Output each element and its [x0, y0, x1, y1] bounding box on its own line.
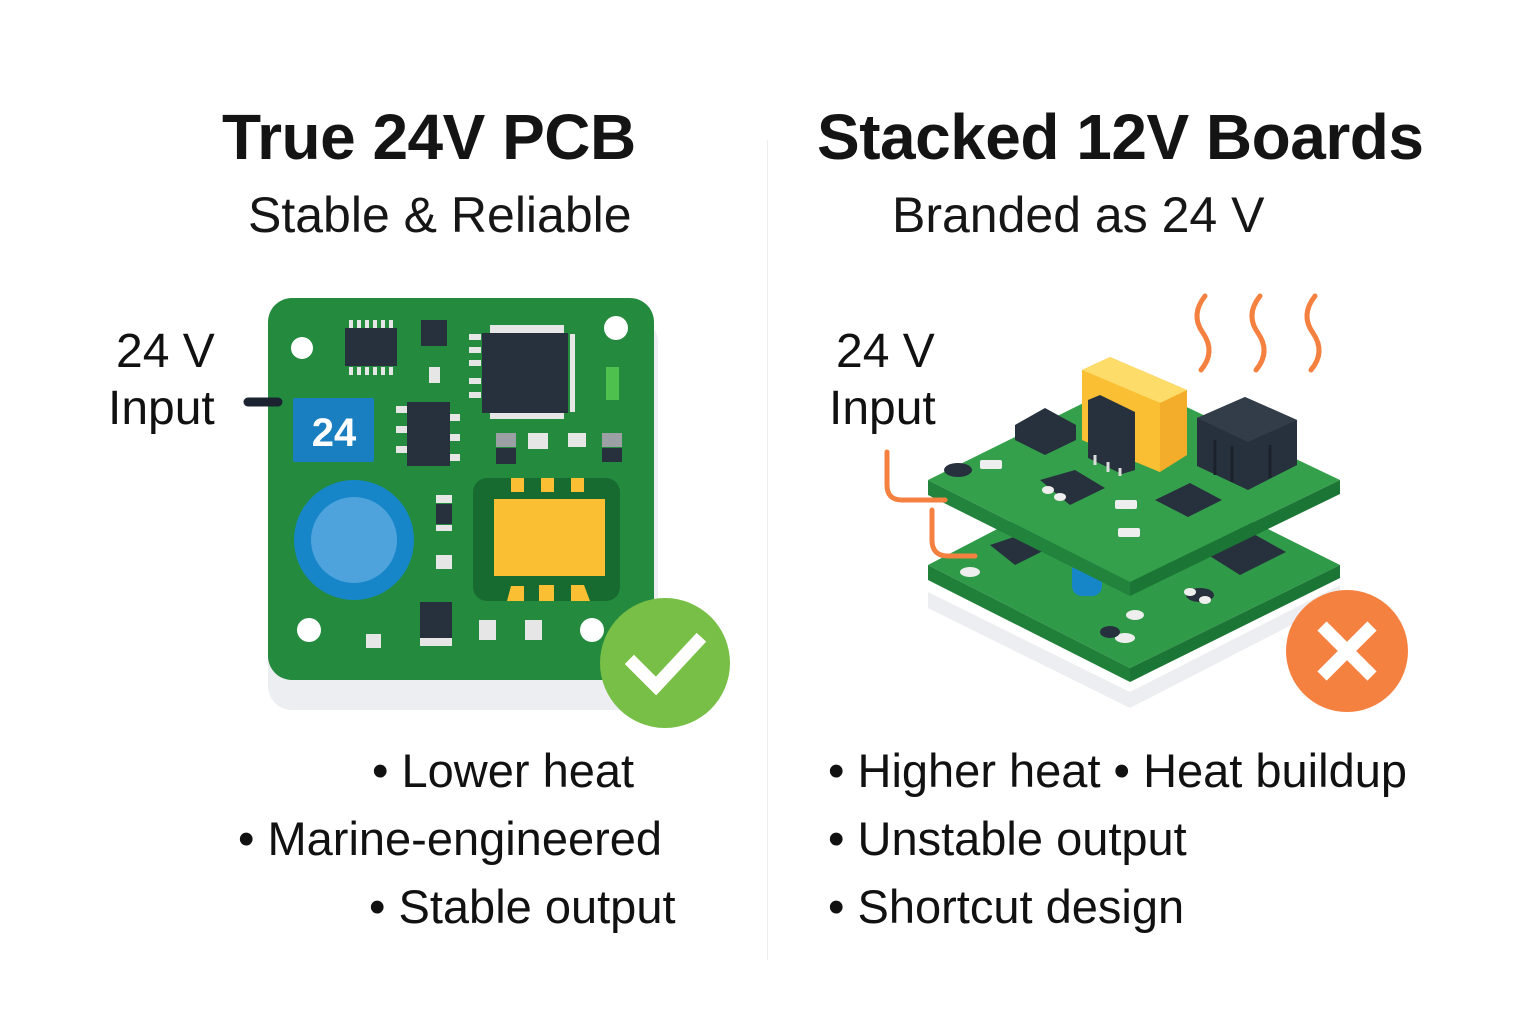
x-mark-icon — [1286, 590, 1408, 712]
input-wire — [884, 449, 948, 503]
voltage-badge — [293, 398, 374, 462]
right-bullet-unstable-output: • Unstable output — [828, 812, 1187, 865]
right-bullet-shortcut-design: • Shortcut design — [828, 880, 1185, 933]
left-input-label-voltage: 24 V — [116, 325, 215, 378]
capacitor — [294, 480, 414, 600]
right-bullet-higher-heat: • Higher heat • Heat buildup — [828, 744, 1407, 797]
inductor — [494, 499, 605, 576]
left-input-label: Input — [108, 382, 215, 435]
left-bullet-stable-output: • Stable output — [369, 880, 676, 933]
right-input-label: Input — [829, 382, 936, 435]
right-input-label-voltage: 24 V — [836, 325, 935, 378]
left-title: True 24V PCB — [222, 101, 636, 173]
input-wire-lower — [929, 507, 978, 559]
left-subtitle: Stable & Reliable — [248, 187, 632, 243]
left-bullet-marine-engineered: • Marine-engineered — [238, 812, 663, 865]
right-subtitle: Branded as 24 V — [892, 187, 1265, 243]
column-divider — [767, 140, 768, 960]
left-bullet-lower-heat: • Lower heat — [372, 744, 635, 797]
checkmark-icon — [600, 598, 730, 728]
right-title: Stacked 12V Boards — [817, 101, 1424, 173]
heat-waves-icon — [1194, 293, 1322, 373]
voltage-badge-text: 24 — [312, 411, 357, 455]
